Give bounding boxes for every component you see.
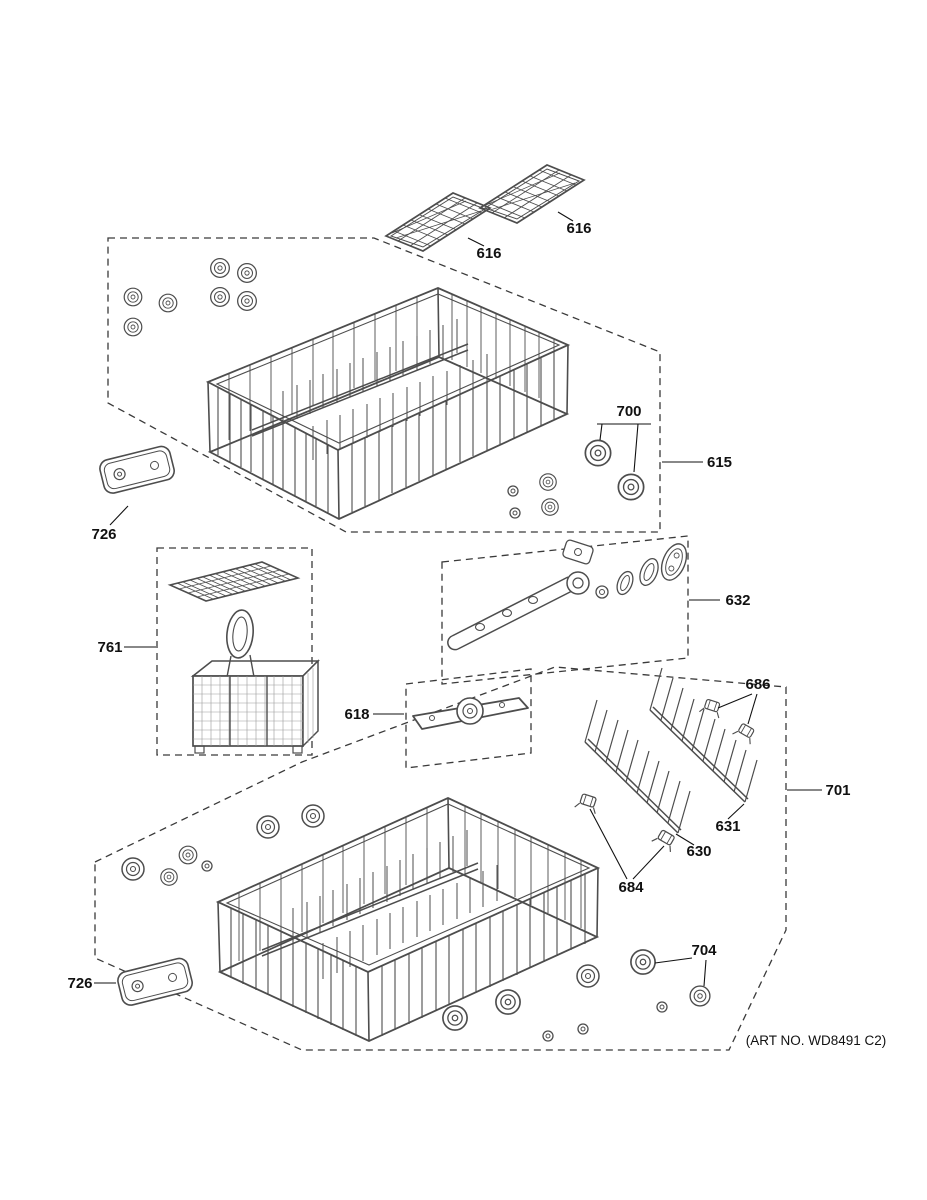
part-label-726-top: 726: [91, 526, 116, 543]
silverware-basket: [167, 561, 320, 754]
lower-rack-rollers: [121, 804, 711, 1042]
basket-761-box: [156, 547, 313, 756]
grid-shelf-panel-b: [479, 164, 585, 224]
side-rail-726-top: [97, 443, 177, 496]
upper-rack: [205, 287, 571, 521]
upper-rack-rollers: [123, 258, 645, 519]
part-label-700: 700: [616, 403, 641, 420]
grid-shelf-panel-a: [385, 192, 491, 252]
part-label-615: 615: [707, 454, 732, 471]
part-label-632: 632: [725, 592, 750, 609]
side-rail-726-bottom: [115, 955, 195, 1008]
art-number: (ART NO. WD8491 C2): [746, 1033, 887, 1048]
tine-row-630: [584, 699, 691, 834]
part-label-616-b: 616: [566, 220, 591, 237]
upper-spray-arm-assembly: [447, 539, 688, 651]
part-label-761: 761: [97, 639, 122, 656]
upper-rack-boundary: [107, 237, 661, 533]
tine-row-631: [649, 667, 758, 803]
tine-clip-684-b: [651, 827, 679, 853]
part-label-618: 618: [344, 706, 369, 723]
tine-clip-684-a: [574, 791, 601, 815]
part-label-630: 630: [686, 843, 711, 860]
part-label-616-a: 616: [476, 245, 501, 262]
part-label-631: 631: [715, 818, 740, 835]
leader-lines: [94, 211, 822, 987]
tine-clip-686-a: [698, 697, 724, 719]
part-label-704: 704: [691, 942, 717, 959]
lower-spray-arm: [412, 697, 529, 730]
part-label-684: 684: [618, 879, 644, 896]
spray-arm-618-box: [405, 668, 532, 769]
lower-rack: [215, 797, 601, 1042]
part-label-686: 686: [745, 676, 770, 693]
part-label-726-bottom: 726: [67, 975, 92, 992]
part-label-701: 701: [825, 782, 850, 799]
